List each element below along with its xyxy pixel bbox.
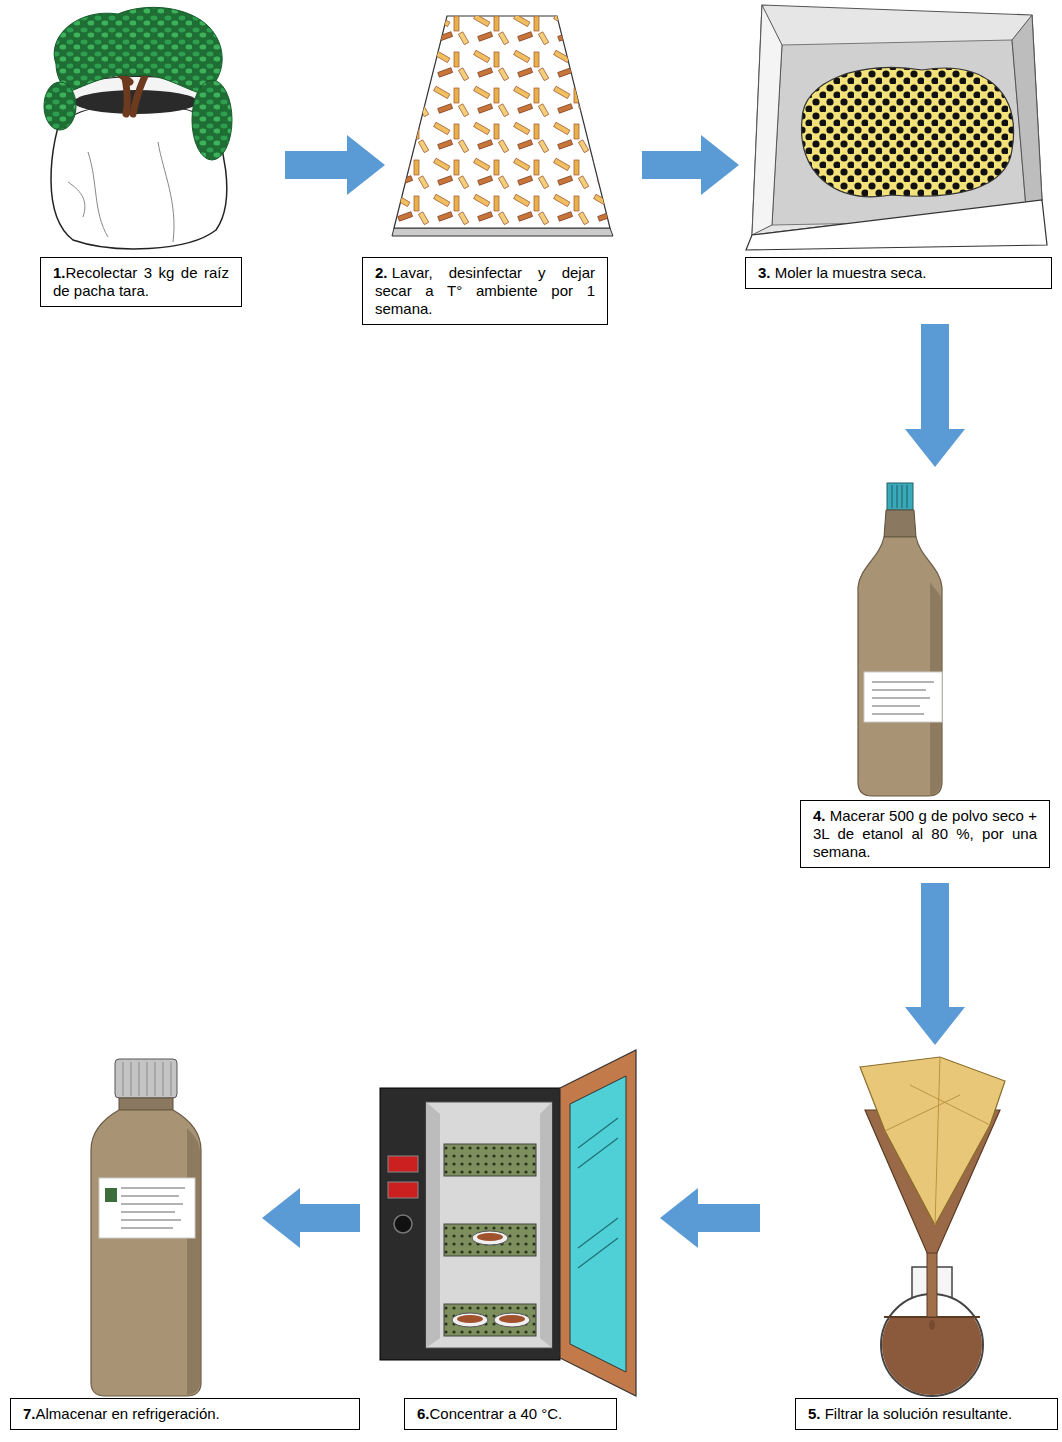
bottle-illustration-part [884, 510, 916, 537]
process-step: 1.Recolectar 3 kg de raíz de pacha tara. [38, 2, 242, 307]
oven-illustration-part [477, 1233, 503, 1241]
drying-tray-illustration-part [394, 16, 610, 228]
step-number: 3. [758, 264, 771, 281]
oven-illustration-part [452, 1313, 488, 1327]
storage-bottle-illustration-part [187, 1128, 200, 1395]
oven-illustration-part [570, 1076, 626, 1372]
oven-illustration-part [540, 1102, 552, 1348]
oven-illustration-part [426, 1102, 440, 1348]
process-step: 2.Lavar, desinfectar y dejar secar a T° … [362, 14, 614, 325]
sack-illustration [38, 2, 234, 252]
step-number: 6. [417, 1405, 430, 1422]
process-step: 3.Moler la muestra seca. [742, 0, 1052, 289]
sack-illustration-part [192, 80, 232, 160]
storage-bottle-illustration-part [115, 1059, 177, 1098]
bottle-illustration-part [887, 483, 913, 510]
oven-illustration-part [444, 1144, 536, 1176]
open-box-illustration [742, 0, 1048, 252]
drying-tray-illustration-part [394, 16, 610, 228]
process-step: 6.Concentrar a 40 °C. [378, 1048, 640, 1430]
bottle-illustration-part [858, 537, 942, 796]
oven-illustration-part [499, 1315, 525, 1323]
step-number: 1. [53, 264, 66, 281]
storage-bottle-illustration-part [121, 1188, 185, 1228]
step-text: Moler la muestra seca. [775, 264, 927, 281]
drying-tray-illustration-part [392, 228, 613, 236]
step-text: Recolectar 3 kg de raíz de pacha tara. [53, 264, 229, 299]
storage-bottle-illustration [85, 1058, 207, 1398]
open-box-illustration-part [746, 200, 1047, 250]
filtration-illustration-part [929, 1320, 935, 1330]
step-number: 2. [375, 264, 388, 281]
step-number: 4. [813, 807, 826, 824]
process-step: 4.Macerar 500 g de polvo seco + 3L de et… [800, 482, 1050, 868]
step-text: Almacenar en refrigeración. [36, 1405, 220, 1422]
flow-arrow [642, 135, 739, 195]
oven-illustration-part [388, 1182, 418, 1198]
step-text: Lavar, desinfectar y dejar secar a T° am… [375, 264, 595, 317]
flow-arrow-part [660, 1188, 760, 1248]
open-box-illustration-part [1012, 15, 1042, 220]
storage-bottle-illustration-part [123, 1062, 171, 1096]
open-box-illustration-part [752, 5, 782, 235]
bottle-illustration-part [872, 682, 934, 714]
caption-box: 4.Macerar 500 g de polvo seco + 3L de et… [800, 800, 1050, 868]
sack-illustration-part [44, 82, 76, 130]
step-text: Macerar 500 g de polvo seco + 3L de etan… [813, 807, 1037, 860]
step-number: 5. [808, 1405, 821, 1422]
oven-illustration-part [394, 1215, 412, 1233]
storage-bottle-illustration-part [119, 1098, 173, 1110]
flow-arrow [285, 135, 385, 195]
oven-illustration-part [426, 1102, 552, 1348]
caption-box: 6.Concentrar a 40 °C. [404, 1398, 617, 1430]
bottle-illustration-part [864, 672, 942, 722]
flow-arrow [262, 1188, 360, 1248]
filtration-illustration [840, 1055, 1020, 1397]
flow-arrow-part [262, 1188, 360, 1248]
caption-box: 1.Recolectar 3 kg de raíz de pacha tara. [40, 257, 242, 307]
oven-illustration-part [444, 1304, 536, 1336]
oven-illustration-part [560, 1050, 636, 1396]
bottle-illustration-part [892, 485, 907, 508]
open-box-illustration-part [802, 67, 1014, 196]
filtration-illustration-part [860, 1057, 1005, 1225]
drying-tray-illustration [392, 14, 614, 238]
caption-box: 5.Filtrar la solución resultante. [795, 1398, 1058, 1430]
oven-illustration-part [578, 1118, 618, 1268]
bottle-illustration [850, 482, 950, 798]
flow-arrow-part [642, 135, 739, 195]
flow-arrow [905, 324, 965, 467]
storage-bottle-illustration-part [91, 1110, 201, 1396]
process-step: 5.Filtrar la solución resultante. [795, 1055, 1058, 1430]
oven-illustration-part [444, 1224, 536, 1256]
filtration-illustration-part [885, 1057, 990, 1225]
oven-illustration-part [388, 1156, 418, 1172]
storage-bottle-illustration-part [105, 1188, 117, 1202]
process-step: 7.Almacenar en refrigeración. [10, 1058, 360, 1430]
sack-illustration-part [68, 142, 174, 242]
oven-illustration-part [380, 1088, 560, 1360]
caption-box: 7.Almacenar en refrigeración. [10, 1398, 360, 1430]
oven-illustration-part [457, 1315, 483, 1323]
open-box-illustration-part [752, 5, 1042, 235]
filtration-illustration-part [927, 1253, 937, 1317]
flow-arrow-part [905, 324, 965, 467]
step-text: Concentrar a 40 °C. [430, 1405, 563, 1422]
flow-arrow [660, 1188, 760, 1248]
oven-illustration-part [494, 1313, 530, 1327]
flow-arrow-part [905, 883, 965, 1045]
caption-box: 3.Moler la muestra seca. [745, 257, 1052, 289]
flow-arrow-part [285, 135, 385, 195]
flow-arrow [905, 883, 965, 1045]
oven-illustration [378, 1048, 640, 1398]
step-text: Filtrar la solución resultante. [825, 1405, 1013, 1422]
sack-illustration-part [54, 7, 222, 94]
filtration-illustration-part [870, 1317, 1000, 1407]
step-number: 7. [23, 1405, 36, 1422]
oven-illustration-part [472, 1231, 508, 1245]
open-box-illustration-part [772, 40, 1027, 225]
caption-box: 2.Lavar, desinfectar y dejar secar a T° … [362, 257, 608, 325]
storage-bottle-illustration-part [99, 1178, 195, 1238]
